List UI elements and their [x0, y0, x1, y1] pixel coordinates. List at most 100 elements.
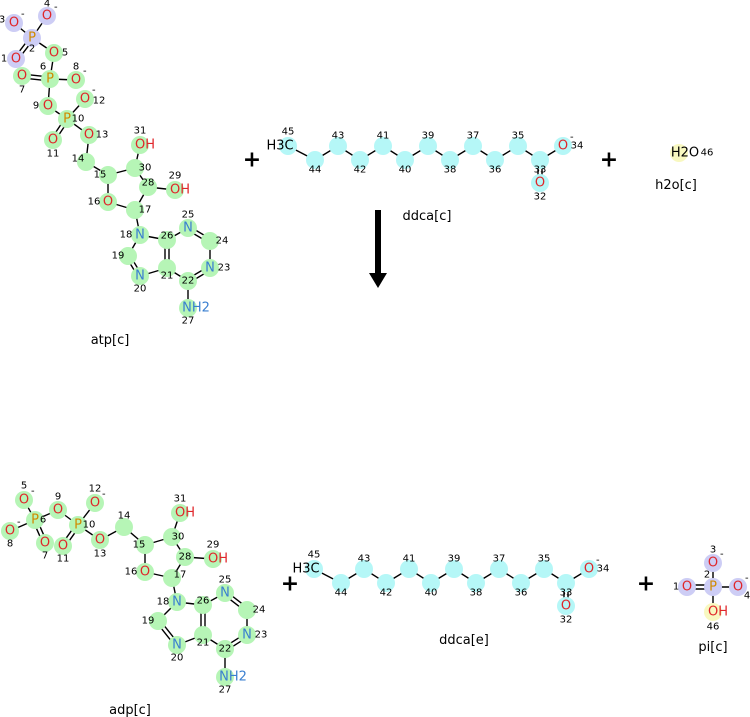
atom-highlight: [136, 536, 154, 554]
atom-symbol: O: [5, 524, 15, 539]
atom-symbol: O: [42, 9, 52, 24]
atom-number: 26: [161, 231, 174, 242]
atom-number: 46: [701, 148, 714, 159]
atom-symbol: NH2: [219, 670, 247, 685]
atom-number: 15: [94, 170, 107, 181]
atom-number: 43: [358, 554, 371, 565]
plus-sign: +: [637, 572, 655, 597]
atom-number: 42: [380, 588, 393, 599]
atom-number: 17: [139, 205, 152, 216]
atom-highlight: [678, 578, 696, 596]
atom-symbol: O: [682, 580, 692, 595]
atom-highlight: [45, 44, 63, 62]
atom-highlight: [44, 131, 62, 149]
atom-highlight: [26, 511, 44, 529]
atom-symbol: O: [43, 99, 53, 114]
atom-symbol: H2O: [671, 146, 699, 161]
atom-highlight: [557, 597, 575, 615]
atom-number: 11: [57, 554, 70, 565]
atom-highlight: [216, 584, 234, 602]
atom-highlight: [163, 528, 181, 546]
atom-symbol: NH2: [182, 301, 210, 316]
atom-symbol: O: [103, 195, 113, 210]
atom-symbol: P: [28, 31, 36, 46]
atom-symbol: P: [31, 513, 39, 528]
atom-number: 1: [673, 582, 679, 593]
atom-number: 33: [560, 588, 573, 599]
atom-highlight: [99, 166, 117, 184]
atom-number: 3: [0, 15, 5, 26]
atom-symbol: O: [58, 539, 68, 554]
atom-highlight: [441, 151, 459, 169]
atom-symbol: O: [584, 562, 594, 577]
atom-charge: -: [21, 9, 25, 20]
atom-number: 13: [96, 130, 109, 141]
atom-number: 13: [94, 549, 107, 560]
atom-highlight: [486, 151, 504, 169]
atom-highlight: [554, 137, 572, 155]
atom-charge: -: [92, 85, 96, 96]
atom-number: 17: [174, 570, 187, 581]
atom-highlight: [1, 522, 19, 540]
atom-symbol: N: [172, 595, 182, 610]
atom-number: 14: [118, 511, 131, 522]
atom-number: 37: [467, 131, 480, 142]
atom-number: 40: [399, 165, 412, 176]
atom-number: 42: [354, 165, 367, 176]
atom-symbol: OH: [135, 138, 155, 153]
atom-highlight: [422, 574, 440, 592]
atom-number: 11: [47, 149, 60, 160]
atom-symbol: O: [40, 536, 50, 551]
atom-symbol: N: [135, 228, 145, 243]
atom-symbol: O: [9, 16, 19, 31]
atom-charge: -: [745, 573, 749, 584]
atom-highlight: [36, 534, 54, 552]
atom-symbol: O: [80, 92, 90, 107]
atom-number: 22: [182, 276, 195, 287]
atom-number: 15: [133, 540, 146, 551]
atom-highlight: [86, 494, 104, 512]
atom-symbol: O: [535, 176, 545, 191]
atom-number: 24: [253, 605, 266, 616]
atom-symbol: N: [183, 221, 193, 236]
atom-symbol: O: [90, 496, 100, 511]
atom-number: 34: [571, 141, 584, 152]
atom-number: 40: [425, 588, 438, 599]
atom-symbol: OH: [175, 506, 195, 521]
molecule-name-atp: atp[c]: [91, 333, 130, 348]
atom-charge: -: [17, 517, 21, 528]
atom-highlight: [531, 174, 549, 192]
atom-number: 5: [21, 481, 27, 492]
atom-highlight: [216, 668, 234, 686]
atom-number: 20: [134, 284, 147, 295]
atom-number: 41: [377, 131, 390, 142]
atom-symbol: O: [49, 46, 59, 61]
atom-number: 31: [174, 494, 187, 505]
atom-number: 9: [33, 101, 39, 112]
atom-number: 25: [182, 210, 195, 221]
atom-highlight: [400, 560, 418, 578]
atom-number: 3: [710, 545, 716, 556]
atom-highlight: [158, 259, 176, 277]
atom-number: 32: [534, 192, 547, 203]
atom-highlight: [23, 29, 41, 47]
atom-symbol: H3C: [266, 139, 293, 154]
atom-highlight: [49, 501, 67, 519]
atom-number: 2: [704, 570, 710, 581]
atom-highlight: [38, 7, 56, 25]
atom-highlight: [535, 560, 553, 578]
atom-highlight: [139, 178, 157, 196]
atom-symbol: P: [63, 112, 71, 127]
atom-highlight: [704, 554, 722, 572]
molecule-name-adp: adp[c]: [109, 703, 151, 717]
atom-number: 27: [219, 685, 232, 696]
atom-number: 7: [42, 551, 48, 562]
atom-number: 26: [197, 596, 210, 607]
atom-number: 9: [55, 492, 61, 503]
atom-number: 7: [19, 85, 25, 96]
atom-number: 38: [470, 588, 483, 599]
atom-highlight: [131, 267, 149, 285]
atom-symbol: O: [733, 580, 743, 595]
atom-number: 43: [332, 131, 345, 142]
